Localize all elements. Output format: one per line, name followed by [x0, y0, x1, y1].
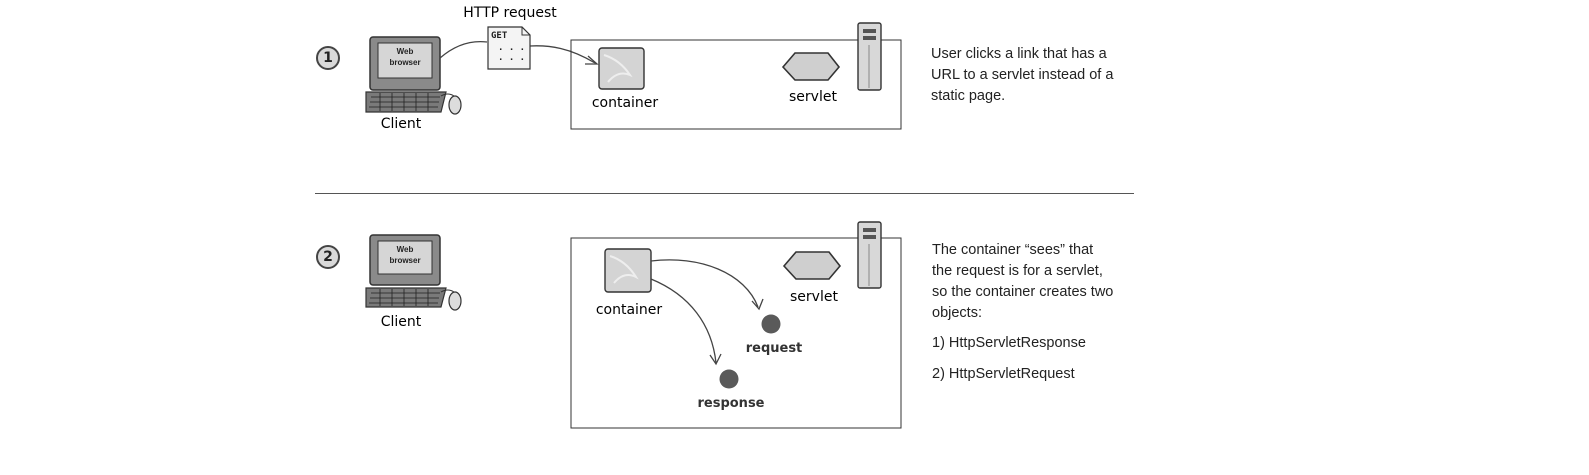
object-item-1: 1) HttpServletResponse	[932, 335, 1086, 351]
step-1-badge: 1	[316, 46, 340, 70]
servlet-icon	[782, 251, 842, 280]
get-note-text: GET	[491, 31, 508, 41]
step-2-drawing: Web browser Client container request res…	[365, 221, 902, 429]
container-label: container	[596, 302, 663, 318]
server-box	[570, 237, 902, 429]
container-icon	[598, 47, 645, 90]
client-screen-line-2: browser	[389, 256, 420, 265]
servlet-icon	[781, 52, 841, 81]
get-request-note-icon: GET . . . . . .	[487, 26, 531, 70]
client-screen-line-2: browser	[389, 58, 420, 67]
server-box	[570, 39, 902, 130]
response-object-icon	[719, 369, 739, 389]
client-computer-icon: Web browser	[365, 36, 462, 115]
step-1-description: User clicks a link that has a URL to a s…	[931, 46, 1114, 104]
object-item-2: 2) HttpServletRequest	[932, 366, 1075, 382]
section-divider	[315, 193, 1134, 194]
client-label: Client	[381, 314, 422, 330]
arrow-to-request	[650, 259, 759, 308]
container-label: container	[592, 95, 659, 111]
client-label: Client	[381, 116, 422, 132]
client-computer-icon: Web browser	[365, 234, 462, 311]
request-arrow-2	[529, 45, 596, 64]
servlet-label: servlet	[789, 89, 837, 105]
server-tower-icon	[857, 22, 882, 91]
request-label: request	[746, 341, 803, 356]
arrow-to-response	[650, 278, 717, 364]
servlet-label: servlet	[790, 289, 838, 305]
svg-text:. . .: . . .	[498, 43, 525, 53]
request-object-icon	[761, 314, 781, 334]
request-arrow-1	[439, 40, 488, 59]
step-2-panel: 2 Web browser Client container reques	[0, 195, 1589, 475]
step-2-description-text: The container “sees” that the request is…	[932, 242, 1114, 321]
arrow-head-icon	[709, 353, 722, 366]
server-tower-icon	[857, 221, 882, 289]
step-2-description: The container “sees” that the request is…	[932, 240, 1117, 385]
svg-text:. . .: . . .	[498, 53, 525, 63]
arrow-head-icon	[585, 55, 599, 65]
step-1-drawing: Web browser Client HTTP request GET . . …	[365, 5, 902, 132]
arrow-head-icon	[751, 298, 764, 311]
step-2-badge: 2	[316, 245, 340, 269]
container-icon	[604, 248, 652, 293]
step-1-panel: 1 Web browser Client HTTP request GET . …	[0, 0, 1589, 190]
response-label: response	[697, 396, 764, 411]
http-request-label: HTTP request	[463, 5, 557, 21]
client-screen-line-1: Web	[397, 47, 414, 56]
client-screen-line-1: Web	[397, 245, 414, 254]
